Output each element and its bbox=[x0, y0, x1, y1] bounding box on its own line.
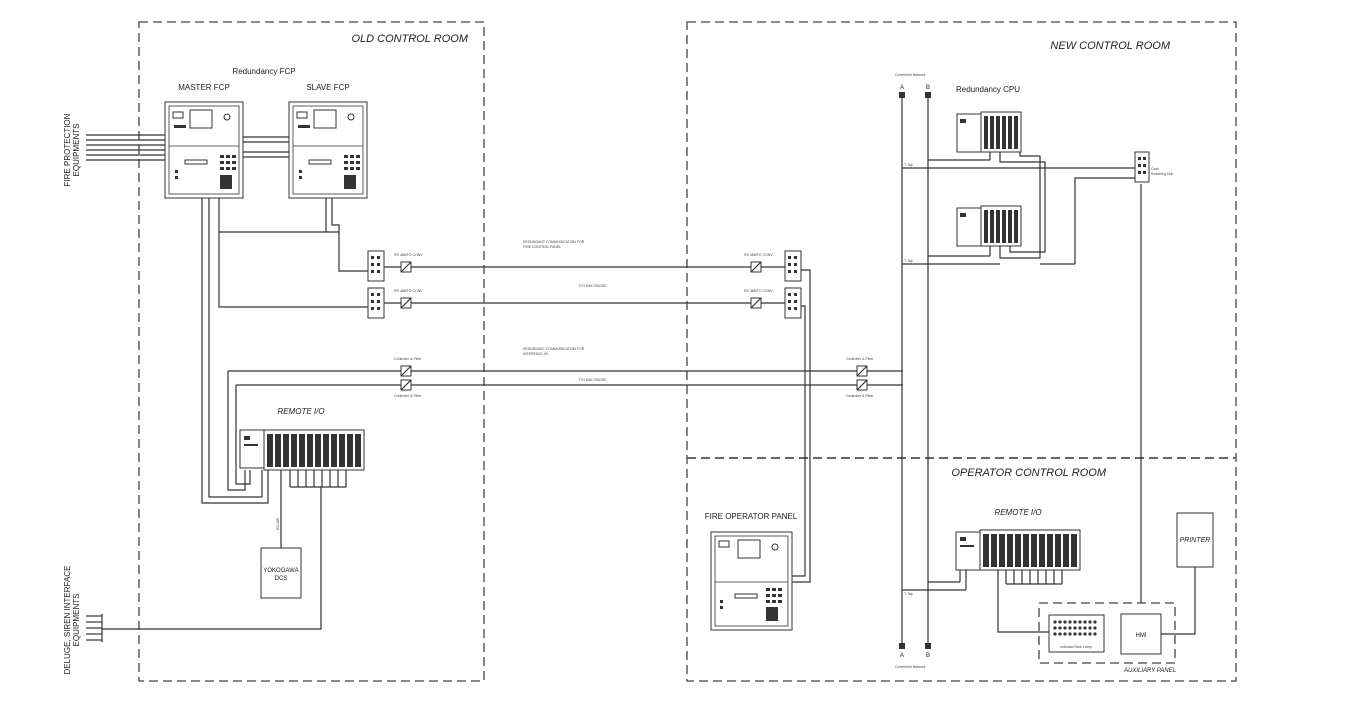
master-fcp-label: MASTER FCP bbox=[178, 83, 230, 92]
redundancy-cpu-label: Redundancy CPU bbox=[956, 85, 1020, 94]
fiber-link-io-1 bbox=[228, 365, 903, 377]
fo-multimode-label-2: F/O MULTIMODE bbox=[579, 378, 607, 382]
fire-equipment-cables bbox=[86, 134, 289, 161]
operator-room-title: OPERATOR CONTROL ROOM bbox=[951, 467, 1106, 479]
tap-label-1: T-Tap bbox=[904, 163, 913, 167]
fcp-comm-label-1: REDUNDANT COMMUNICATION FOR bbox=[523, 240, 585, 244]
io-cable-2 bbox=[235, 385, 251, 485]
remote-io-old-label: REMOTE I/O bbox=[277, 407, 324, 416]
master-fcp-panel bbox=[164, 101, 244, 199]
hmi-label: HMI bbox=[1136, 633, 1147, 639]
bus-b-top: B bbox=[926, 85, 930, 91]
controller-fiber-label-4: Controller & Fiber bbox=[846, 394, 874, 398]
fiber-link-fcp-2 bbox=[384, 297, 786, 309]
yokogawa-dcs-box bbox=[260, 547, 302, 599]
cpu-network-cabling bbox=[902, 152, 1142, 603]
remote-io-new-label: REMOTE I/O bbox=[994, 508, 1041, 517]
rs485-fo-converter-2 bbox=[367, 287, 385, 319]
converter-label-3: RS 485/FO CONV bbox=[744, 253, 773, 257]
siren-equipment-label-2: EQUIPMENTS bbox=[72, 594, 81, 647]
converter-label-1: RS 485/FO CONV bbox=[394, 253, 423, 257]
tap-label-2: T-Tap bbox=[904, 259, 913, 263]
fiber-link-io-2 bbox=[236, 379, 903, 391]
fire-equipment-label-1: FIRE PROTECTION bbox=[63, 113, 72, 186]
remote-io-old-field-wiring bbox=[102, 470, 347, 630]
fiber-link-fcp-1 bbox=[384, 261, 786, 273]
hmi-box bbox=[1120, 613, 1162, 655]
fcp-comm-label-2: FIRE CONTROL PANEL bbox=[523, 245, 561, 249]
dcs-label-1: YOKOGAWA bbox=[263, 568, 298, 574]
switch-label-1: Cash bbox=[1151, 167, 1159, 171]
io-comm-label-1: REDUNDANT COMMUNICATION FOR bbox=[523, 347, 585, 351]
redundancy-fcp-label: Redundancy FCP bbox=[232, 67, 295, 76]
fire-equipment-label-2: EQUIPMENTS bbox=[72, 124, 81, 177]
switching-hub bbox=[1134, 151, 1150, 183]
bus-b-terminator-bottom bbox=[925, 643, 931, 649]
converter-label-4: RS 485/FO CONV bbox=[744, 289, 773, 293]
siren-interface-terminal bbox=[86, 614, 103, 642]
bus-a-terminator-bottom bbox=[899, 643, 905, 649]
remote-io-rack-new bbox=[955, 529, 1081, 571]
rs485-fo-converter-1 bbox=[367, 250, 385, 282]
old-control-room-boundary bbox=[138, 21, 485, 682]
old-room-title: OLD CONTROL ROOM bbox=[351, 33, 468, 45]
io-cable-1 bbox=[227, 371, 246, 491]
fcp-rs485-cabling bbox=[201, 198, 368, 504]
controller-fiber-label-2: Controller & Fiber bbox=[394, 394, 422, 398]
bus-a-terminator-top bbox=[899, 92, 905, 98]
slave-fcp-panel bbox=[288, 101, 368, 199]
new-control-room-boundary bbox=[686, 21, 1237, 682]
new-room-title: NEW CONTROL ROOM bbox=[1050, 40, 1170, 52]
cpu-rack-2 bbox=[956, 205, 1022, 247]
controlnet-bottom-label: ControlNet Network bbox=[895, 665, 926, 669]
rs485-fo-converter-3 bbox=[784, 250, 802, 282]
indicator-label: Indicator/Tank Lamp bbox=[1060, 645, 1092, 649]
controller-fiber-label-3: Controller & Fiber bbox=[846, 357, 874, 361]
bus-a-top: A bbox=[900, 85, 904, 91]
remote-io-rack-old bbox=[239, 429, 365, 471]
printer-label: PRINTER bbox=[1180, 537, 1211, 544]
printer-box bbox=[1176, 512, 1214, 568]
switch-label-2: Switching Hub bbox=[1151, 172, 1173, 176]
rs485-fo-converter-4 bbox=[784, 287, 802, 319]
bus-b-terminator-top bbox=[925, 92, 931, 98]
slave-fcp-label: SLAVE FCP bbox=[306, 83, 349, 92]
controlnet-top-label: ControlNet Network bbox=[895, 73, 926, 77]
tap-label-3: T-Tap bbox=[904, 592, 913, 596]
bus-a-bottom: A bbox=[900, 653, 904, 659]
converter-label-2: RS 485/FO CONV bbox=[394, 289, 423, 293]
siren-equipment-label-1: DELUGE, SIREN INTERFACE bbox=[63, 566, 72, 675]
fire-operator-panel bbox=[710, 531, 793, 631]
controller-fiber-label-1: Controller & Fiber bbox=[394, 357, 422, 361]
dcs-label-2: DCS bbox=[275, 576, 288, 582]
fo-multimode-label-1: F/O MULTIMODE bbox=[579, 284, 607, 288]
io-comm-label-2: INTERFACE I/O bbox=[523, 352, 549, 356]
fire-operator-panel-label: FIRE OPERATOR PANEL bbox=[705, 512, 798, 521]
rs485-label: RS-485 bbox=[276, 518, 280, 530]
cpu-rack-1 bbox=[956, 111, 1022, 153]
printer-cable bbox=[1161, 567, 1196, 635]
indicator-lamp-panel bbox=[1048, 614, 1105, 653]
bus-b-bottom: B bbox=[926, 653, 930, 659]
remote-io-new-wiring bbox=[902, 570, 1063, 633]
auxiliary-panel-label: AUXILIARY PANEL bbox=[1123, 668, 1176, 674]
